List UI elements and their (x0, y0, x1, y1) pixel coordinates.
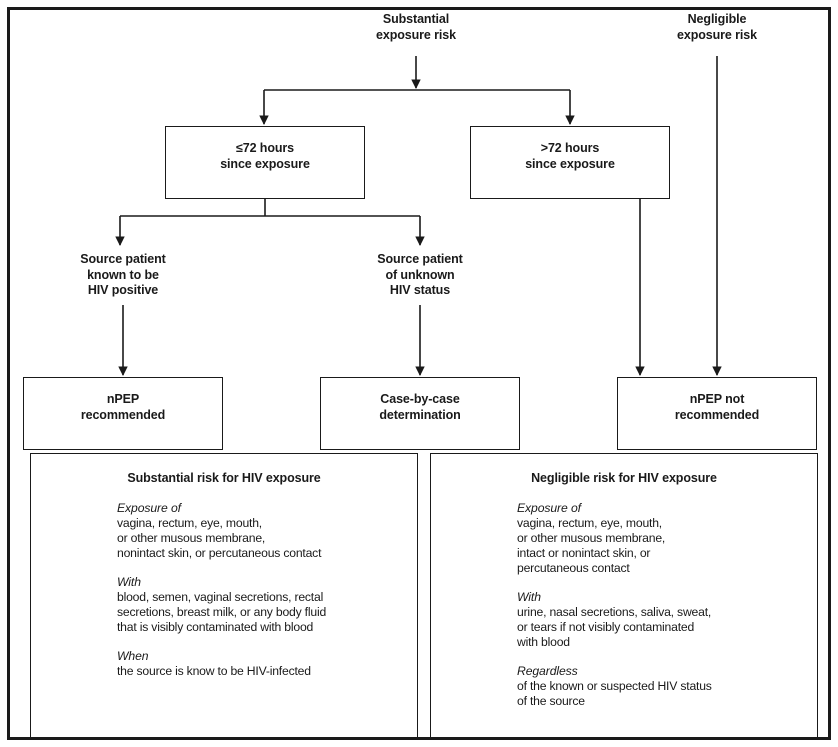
legend-line: secretions, breast milk, or any body flu… (117, 605, 327, 619)
node-line: Substantial (382, 12, 450, 26)
node-line: since exposure (525, 156, 615, 171)
legend-line: intact or nonintact skin, or (517, 546, 651, 560)
legend-body: Exposure of vagina, rectum, eye, mouth, … (431, 501, 817, 709)
legend-line: that is visibly contaminated with blood (117, 620, 314, 634)
legend-group-exposure-of: Exposure of vagina, rectum, eye, mouth, … (517, 501, 807, 576)
node-substantial-exposure-risk: Substantial exposure risk (336, 12, 496, 56)
legend-substantial-risk: Substantial risk for HIV exposure Exposu… (30, 453, 418, 738)
legend-negligible-risk: Negligible risk for HIV exposure Exposur… (430, 453, 818, 738)
node-within-72-hours: ≤72 hours since exposure (165, 126, 365, 199)
node-line: Source patient (80, 252, 166, 266)
legend-group-regardless: Regardless of the known or suspected HIV… (517, 664, 807, 709)
node-line: HIV status (389, 283, 451, 297)
node-line: Case-by-case (380, 392, 460, 406)
node-case-by-case-determination: Case-by-case determination (320, 377, 520, 450)
legend-line: or other musous membrane, (517, 531, 666, 545)
node-line: >72 hours (540, 141, 600, 155)
legend-line: with blood (517, 635, 570, 649)
node-line: exposure risk (376, 27, 456, 42)
node-line: HIV positive (87, 283, 159, 297)
node-line: ≤72 hours (235, 141, 295, 155)
legend-line: or other musous membrane, (117, 531, 266, 545)
node-line: nPEP (106, 392, 140, 406)
legend-line: of the source (517, 694, 585, 708)
node-source-patient-unknown-status: Source patient of unknown HIV status (340, 252, 500, 305)
figure-border (7, 7, 831, 740)
node-line: Negligible (687, 12, 747, 26)
legend-term: Regardless (517, 664, 578, 678)
legend-group-with: With blood, semen, vaginal secretions, r… (117, 575, 407, 635)
node-after-72-hours: >72 hours since exposure (470, 126, 670, 199)
node-negligible-exposure-risk: Negligible exposure risk (637, 12, 797, 56)
legend-line: vagina, rectum, eye, mouth, (517, 516, 662, 530)
legend-group-exposure-of: Exposure of vagina, rectum, eye, mouth, … (117, 501, 407, 561)
legend-line: of the known or suspected HIV status (517, 679, 712, 693)
legend-line: or tears if not visibly contaminated (517, 620, 695, 634)
node-line: recommended (674, 407, 760, 422)
legend-term: When (117, 649, 149, 663)
node-line: Source patient (377, 252, 463, 266)
legend-group-with: With urine, nasal secretions, saliva, sw… (517, 590, 807, 650)
legend-line: urine, nasal secretions, saliva, sweat, (517, 605, 712, 619)
node-line: exposure risk (677, 27, 757, 42)
legend-line: nonintact skin, or percutaneous contact (117, 546, 322, 560)
legend-body: Exposure of vagina, rectum, eye, mouth, … (31, 501, 417, 679)
node-line: known to be (87, 267, 159, 282)
node-source-patient-hiv-positive: Source patient known to be HIV positive (43, 252, 203, 305)
legend-term: With (117, 575, 141, 589)
legend-term: Exposure of (117, 501, 181, 515)
node-npep-not-recommended: nPEP not recommended (617, 377, 817, 450)
node-line: nPEP not (689, 392, 745, 406)
node-line: of unknown (385, 267, 455, 282)
node-line: determination (379, 407, 461, 422)
legend-line: the source is know to be HIV-infected (117, 664, 311, 678)
legend-line: percutaneous contact (517, 561, 630, 575)
node-line: recommended (80, 407, 166, 422)
legend-title: Substantial risk for HIV exposure (127, 471, 321, 485)
node-npep-recommended: nPEP recommended (23, 377, 223, 450)
legend-term: Exposure of (517, 501, 581, 515)
legend-term: With (517, 590, 541, 604)
legend-line: vagina, rectum, eye, mouth, (117, 516, 262, 530)
legend-group-when: When the source is know to be HIV-infect… (117, 649, 407, 679)
legend-line: blood, semen, vaginal secretions, rectal (117, 590, 324, 604)
node-line: since exposure (220, 156, 310, 171)
legend-title: Negligible risk for HIV exposure (531, 471, 717, 485)
